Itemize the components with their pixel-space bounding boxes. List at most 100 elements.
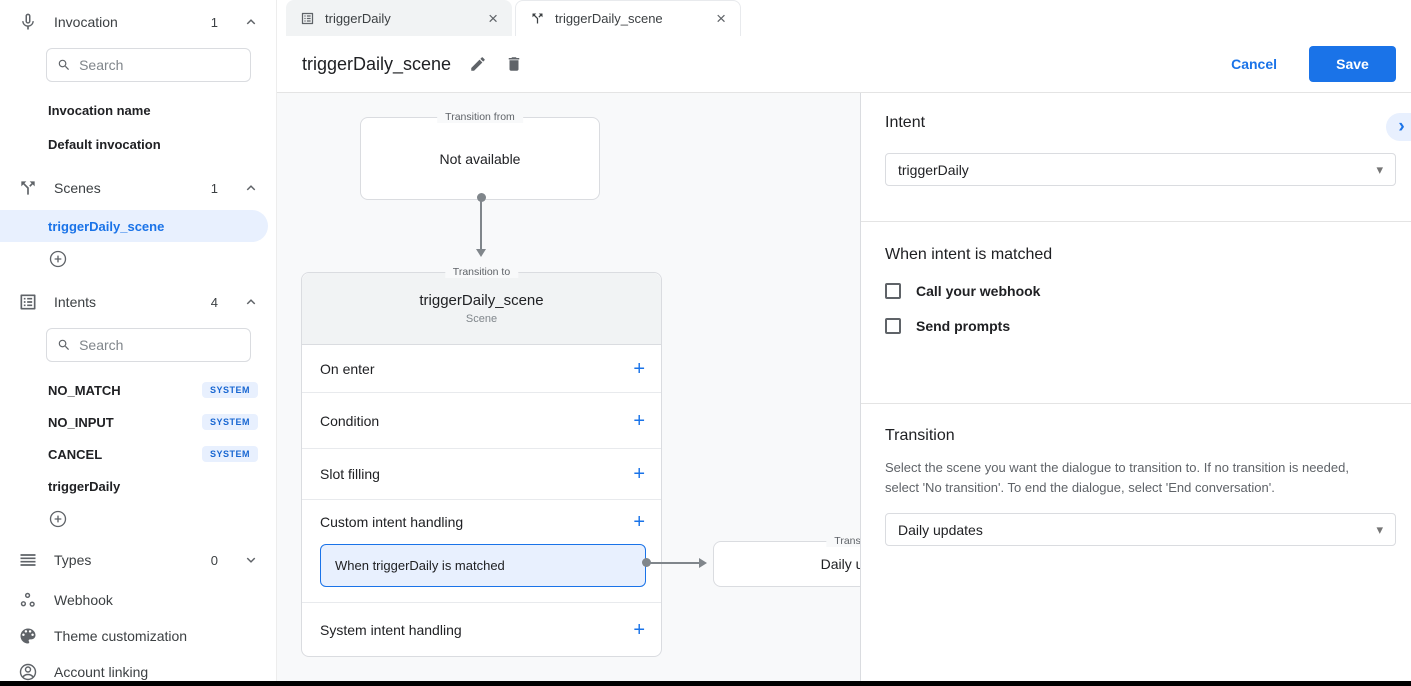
save-button[interactable]: Save — [1309, 46, 1396, 82]
sidebar-item-cancel[interactable]: CANCEL SYSTEM — [0, 438, 276, 470]
transition-heading: Transition — [885, 427, 955, 444]
intent-select[interactable]: triggerDaily ▾ — [885, 153, 1396, 186]
row-system-intent-handling: System intent handling — [320, 621, 462, 638]
sidebar-section-intents[interactable]: Intents 4 — [0, 280, 276, 324]
scene-card-header: triggerDaily_scene Scene — [302, 273, 661, 345]
sidebar: Invocation 1 Invocation name Default inv… — [0, 0, 277, 681]
tab-triggerdaily[interactable]: triggerDaily × — [286, 0, 512, 36]
section-label: Scenes — [54, 180, 101, 196]
chevron-up-icon — [246, 299, 256, 305]
add-slot-filling-button[interactable]: + — [633, 463, 645, 485]
transition-from-node[interactable]: Transition from Not available — [360, 111, 600, 200]
sidebar-item-triggerdaily[interactable]: triggerDaily — [48, 478, 121, 494]
add-scene-button[interactable] — [48, 249, 68, 269]
scene-card: Transition to triggerDaily_scene Scene O… — [301, 266, 662, 657]
add-system-intent-button[interactable]: + — [633, 618, 645, 641]
section-label: Types — [54, 552, 92, 568]
section-count: 4 — [210, 294, 218, 310]
sidebar-item-account-linking[interactable]: Account linking — [0, 654, 276, 681]
scene-card-subtitle: Scene — [465, 313, 498, 325]
account-circle-icon — [19, 663, 37, 681]
intents-search-input[interactable] — [46, 328, 251, 362]
cancel-button[interactable]: Cancel — [1231, 56, 1277, 72]
scene-header: triggerDaily_scene Cancel Save — [277, 36, 1411, 93]
intent-heading: Intent — [885, 114, 926, 131]
send-prompts-row[interactable]: Send prompts — [885, 318, 1396, 334]
transition-to-legend: Transition to — [826, 535, 860, 547]
arrow-down-icon — [476, 249, 486, 257]
types-icon — [20, 554, 36, 566]
tab-bar: triggerDaily × triggerDaily_scene × — [277, 0, 1411, 36]
transition-section: Transition Select the scene you want the… — [861, 404, 1411, 546]
arrow-right-icon — [699, 558, 707, 568]
system-badge: SYSTEM — [201, 446, 258, 462]
search-field[interactable] — [79, 337, 240, 353]
add-on-enter-button[interactable]: + — [633, 357, 645, 380]
intent-icon — [301, 12, 314, 24]
transition-select[interactable]: Daily updates ▾ — [885, 513, 1396, 546]
chevron-up-icon — [246, 19, 256, 25]
sidebar-item-no-match[interactable]: NO_MATCH SYSTEM — [0, 374, 276, 406]
collapse-panel-button[interactable]: › — [1386, 113, 1411, 141]
tab-label: triggerDaily_scene — [555, 11, 663, 26]
system-badge: SYSTEM — [201, 382, 258, 398]
plus-circle-icon — [49, 510, 67, 528]
section-label: Intents — [54, 294, 97, 310]
section-count: 0 — [210, 552, 218, 568]
sidebar-item-no-input[interactable]: NO_INPUT SYSTEM — [0, 406, 276, 438]
page-title: triggerDaily_scene — [302, 53, 452, 74]
intent-icon — [20, 294, 36, 310]
sidebar-item-theme-customization[interactable]: Theme customization — [0, 618, 276, 654]
tab-label: triggerDaily — [325, 10, 391, 26]
when-matched-heading: When intent is matched — [885, 246, 1053, 263]
row-on-enter: On enter — [320, 360, 375, 377]
add-condition-button[interactable]: + — [633, 409, 645, 432]
sidebar-section-types[interactable]: Types 0 — [0, 538, 276, 582]
sidebar-item-triggerdaily-scene[interactable]: triggerDaily_scene — [0, 210, 268, 242]
tab-triggerdaily-scene[interactable]: triggerDaily_scene × — [515, 0, 741, 36]
edit-scene-button[interactable] — [465, 51, 491, 77]
close-icon[interactable]: × — [716, 9, 726, 28]
system-badge: SYSTEM — [201, 414, 258, 430]
plus-circle-icon — [49, 250, 67, 268]
scene-icon — [21, 181, 35, 195]
connector-line — [650, 562, 699, 564]
intent-handler-chip[interactable]: When triggerDaily is matched — [320, 544, 646, 587]
call-webhook-checkbox[interactable] — [885, 283, 901, 299]
search-field[interactable] — [79, 57, 240, 73]
delete-scene-button[interactable] — [501, 51, 527, 77]
add-custom-intent-button[interactable]: + — [633, 511, 645, 533]
sidebar-item-webhook[interactable]: Webhook — [0, 582, 276, 618]
call-webhook-row[interactable]: Call your webhook — [885, 283, 1396, 299]
pencil-icon — [471, 57, 485, 71]
sidebar-item-invocation-name[interactable]: Invocation name — [48, 102, 151, 118]
section-label: Invocation — [54, 14, 118, 30]
row-slot-filling: Slot filling — [320, 466, 380, 482]
sidebar-item-default-invocation[interactable]: Default invocation — [48, 136, 161, 152]
transition-to-legend: Transition to — [444, 266, 519, 278]
transition-target-node[interactable]: Transition to Daily updates — [713, 535, 860, 587]
invocation-search-input[interactable] — [46, 48, 251, 82]
add-intent-button[interactable] — [48, 509, 68, 529]
sidebar-section-invocation[interactable]: Invocation 1 — [0, 0, 276, 44]
chevron-up-icon — [246, 185, 256, 191]
sidebar-section-scenes[interactable]: Scenes 1 — [0, 166, 276, 210]
transition-from-legend: Transition from — [437, 111, 523, 123]
close-icon[interactable]: × — [488, 8, 498, 28]
caret-down-icon: ▾ — [1376, 161, 1383, 177]
row-condition: Condition — [320, 412, 380, 429]
section-count: 1 — [210, 180, 218, 196]
section-count: 1 — [210, 14, 218, 30]
scene-card-title: triggerDaily_scene — [419, 292, 544, 309]
intent-section: Intent › triggerDaily ▾ — [861, 93, 1411, 222]
row-custom-intent-handling: Custom intent handling — [320, 514, 464, 530]
connector-dot — [642, 558, 651, 567]
send-prompts-checkbox[interactable] — [885, 318, 901, 334]
bottom-bar — [0, 681, 1411, 686]
transition-from-content: Not available — [439, 150, 521, 167]
caret-down-icon: ▾ — [1376, 521, 1383, 537]
scene-canvas: Transition from Not available Transition… — [277, 93, 860, 681]
webhook-icon — [20, 592, 35, 607]
scene-icon — [532, 13, 543, 24]
